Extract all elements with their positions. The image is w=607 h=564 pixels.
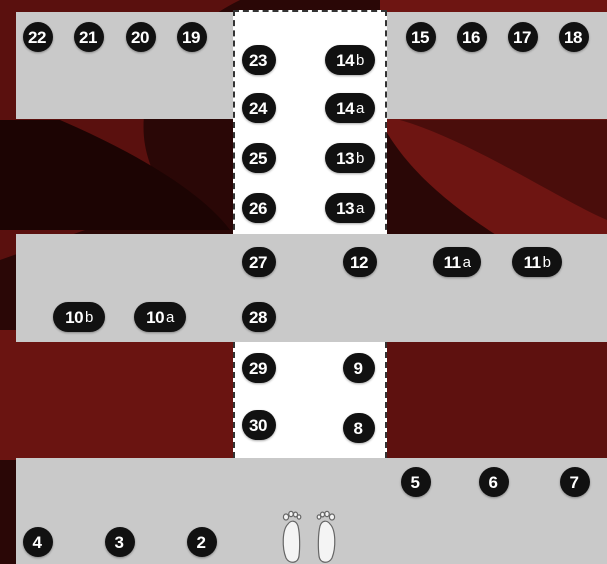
step-number: 8 xyxy=(354,420,363,437)
step-number: 27 xyxy=(249,254,267,271)
step-marker-5: 5 xyxy=(401,467,431,497)
step-marker-18: 18 xyxy=(559,22,589,52)
step-number: 21 xyxy=(79,29,97,46)
step-marker-9: 9 xyxy=(343,353,375,383)
step-number: 25 xyxy=(249,150,267,167)
step-number: 29 xyxy=(249,360,267,377)
step-marker-15: 15 xyxy=(406,22,436,52)
step-number: 11 xyxy=(524,254,541,271)
step-number: 14 xyxy=(336,100,354,117)
step-number: 9 xyxy=(354,360,363,377)
step-marker-19: 19 xyxy=(177,22,207,52)
step-suffix: a xyxy=(356,101,364,116)
step-marker-30: 30 xyxy=(242,410,276,440)
step-marker-29: 29 xyxy=(242,353,276,383)
step-suffix: a xyxy=(356,201,364,216)
step-marker-4: 4 xyxy=(23,527,53,557)
step-marker-24: 24 xyxy=(242,93,276,123)
step-number: 4 xyxy=(33,534,42,551)
step-suffix: b xyxy=(543,255,551,270)
step-marker-25: 25 xyxy=(242,143,276,173)
step-marker-2: 2 xyxy=(187,527,217,557)
step-marker-12: 12 xyxy=(343,247,377,277)
step-number: 23 xyxy=(249,52,267,69)
step-marker-7: 7 xyxy=(560,467,590,497)
step-marker-26: 26 xyxy=(242,193,276,223)
step-marker-28: 28 xyxy=(242,302,276,332)
step-marker-20: 20 xyxy=(126,22,156,52)
step-marker-22: 22 xyxy=(23,22,53,52)
step-marker-23: 23 xyxy=(242,45,276,75)
step-marker-3: 3 xyxy=(105,527,135,557)
step-number: 20 xyxy=(131,29,149,46)
step-number: 12 xyxy=(350,254,368,271)
step-marker-21: 21 xyxy=(74,22,104,52)
step-suffix: b xyxy=(356,53,364,68)
step-marker-8: 8 xyxy=(343,413,375,443)
step-suffix: a xyxy=(463,255,471,270)
step-number: 26 xyxy=(249,200,267,217)
step-suffix: a xyxy=(166,310,174,325)
step-number: 13 xyxy=(336,200,354,217)
step-marker-27: 27 xyxy=(242,247,276,277)
step-number: 6 xyxy=(489,474,498,491)
step-number: 22 xyxy=(28,29,46,46)
step-number: 2 xyxy=(197,534,206,551)
step-number: 3 xyxy=(115,534,124,551)
step-number: 10 xyxy=(65,309,83,326)
step-number: 11 xyxy=(444,254,461,271)
step-number: 28 xyxy=(249,309,267,326)
step-number: 18 xyxy=(564,29,582,46)
step-number: 19 xyxy=(182,29,200,46)
step-number: 10 xyxy=(146,309,164,326)
step-number: 24 xyxy=(249,100,267,117)
step-number: 30 xyxy=(249,417,267,434)
step-marker-16: 16 xyxy=(457,22,487,52)
step-number: 15 xyxy=(411,29,429,46)
step-marker-17: 17 xyxy=(508,22,538,52)
step-number: 7 xyxy=(570,474,579,491)
step-number: 13 xyxy=(336,150,354,167)
step-suffix: b xyxy=(356,151,364,166)
step-number: 5 xyxy=(411,474,420,491)
footprints-icon xyxy=(276,508,342,564)
step-number: 16 xyxy=(462,29,480,46)
step-number: 14 xyxy=(336,52,354,69)
step-marker-6: 6 xyxy=(479,467,509,497)
step-number: 17 xyxy=(513,29,531,46)
step-suffix: b xyxy=(85,310,93,325)
